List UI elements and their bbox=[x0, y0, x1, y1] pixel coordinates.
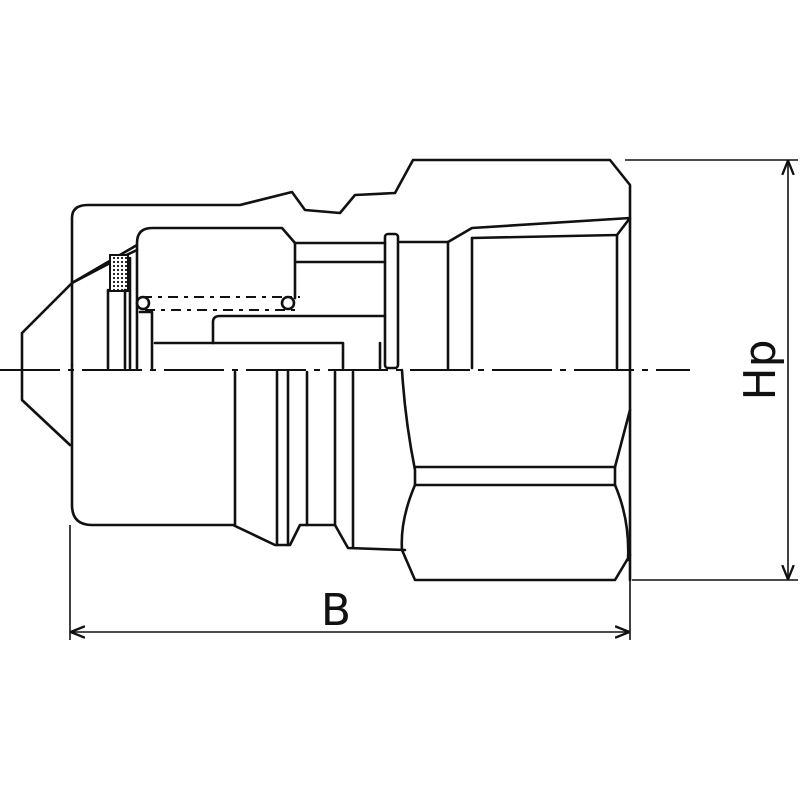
groove-lines bbox=[233, 370, 355, 550]
dimension-label-b: B bbox=[321, 585, 351, 636]
ball-right bbox=[280, 295, 296, 311]
nose-cone bbox=[20, 243, 139, 447]
dimension-hp: Hp bbox=[625, 159, 798, 581]
dimension-label-hp: Hp bbox=[735, 339, 786, 400]
body-outline bbox=[70, 158, 632, 582]
ball-left bbox=[135, 295, 151, 311]
dimension-b: B bbox=[69, 525, 631, 640]
hex-nut bbox=[398, 216, 632, 582]
internal-valve bbox=[135, 226, 400, 370]
seal-ring bbox=[109, 254, 129, 292]
